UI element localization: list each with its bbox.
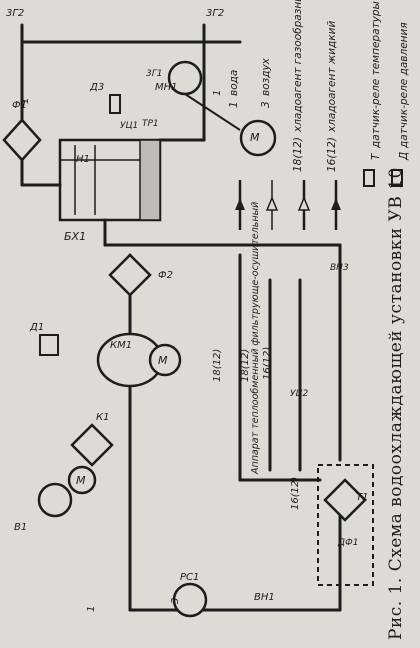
legend-t-text: датчик-реле температуры	[370, 1, 382, 148]
label-do1: ДФ1	[337, 538, 359, 548]
legend-3-code: 3	[260, 101, 272, 108]
legend-gas-text: хладоагент газообразный	[292, 0, 304, 132]
label-km1: КМ1	[110, 340, 132, 351]
label-mh1: МН1	[155, 82, 178, 93]
label-zg2-top: 3Г2	[206, 8, 224, 19]
legend-1-code: 1	[228, 101, 240, 108]
label-m-pump: М	[250, 131, 260, 144]
label-f2: Ф2	[158, 270, 173, 281]
label-t1: Т1	[356, 492, 368, 503]
label-water-3: 1	[20, 97, 31, 104]
legend-liq-code: 16(12)	[326, 137, 338, 172]
pressure-switch-d1	[39, 334, 59, 356]
filter-f2	[108, 253, 152, 297]
label-liq-1: 16(12)	[262, 346, 273, 380]
legend-liq-text: хладоагент жидкий	[326, 20, 338, 132]
label-vn3: ВН3	[330, 263, 349, 273]
label-pc1: РС1	[180, 572, 199, 583]
label-yu2: УЦ2	[290, 389, 308, 399]
label-yu1: УЦ1	[120, 121, 138, 131]
label-zg2-left: 3Г2	[6, 8, 24, 19]
label-vn1: ВН1	[254, 592, 275, 603]
heat-exchanger-t1	[317, 464, 374, 586]
label-zg1: 3Г1	[146, 69, 162, 79]
legend-gas-code: 18(12)	[292, 137, 304, 172]
label-bx1: БХ1	[64, 230, 86, 243]
legend-t-code: T	[370, 153, 382, 160]
fan-motor	[67, 465, 97, 495]
apparatus-note: Аппарат теплообменный фильтрующе-осушите…	[250, 201, 261, 474]
label-v1: В1	[14, 522, 27, 533]
fan-v1	[37, 482, 73, 518]
label-m-comp: М	[158, 354, 168, 367]
filter-f1	[2, 118, 42, 162]
bath-tank	[58, 138, 162, 222]
label-k1: К1	[96, 412, 109, 423]
label-h1: Н1	[76, 154, 90, 165]
pump-motor	[239, 119, 277, 157]
legend-1-text: вода	[228, 69, 240, 96]
temp-sensor	[109, 94, 121, 114]
label-m-fan: М	[76, 474, 86, 487]
label-water-1: 1	[86, 605, 97, 612]
dryer-filter-df1	[323, 478, 367, 522]
label-gas-1: 18(12)	[212, 348, 223, 382]
label-f1: Ф1	[12, 100, 27, 111]
legend-d-code: Д	[398, 151, 410, 160]
figure-caption: Рис. 1. Схема водоохлаждающей установки …	[386, 167, 406, 640]
label-tr1: ТР1	[142, 119, 159, 129]
receiver-pc1	[172, 582, 208, 618]
label-water-2: 1	[212, 89, 223, 96]
label-d3: Д3	[89, 82, 104, 93]
condenser-k1	[70, 423, 114, 467]
label-d1: Д1	[29, 322, 44, 333]
legend-arrows	[235, 196, 341, 211]
label-air-1: 3	[170, 597, 181, 604]
label-liq-2: 16(12)	[290, 476, 301, 510]
legend-d-text: датчик-реле давления	[398, 22, 410, 148]
legend-3-text: воздух	[260, 58, 272, 96]
compressor-motor	[148, 343, 182, 377]
